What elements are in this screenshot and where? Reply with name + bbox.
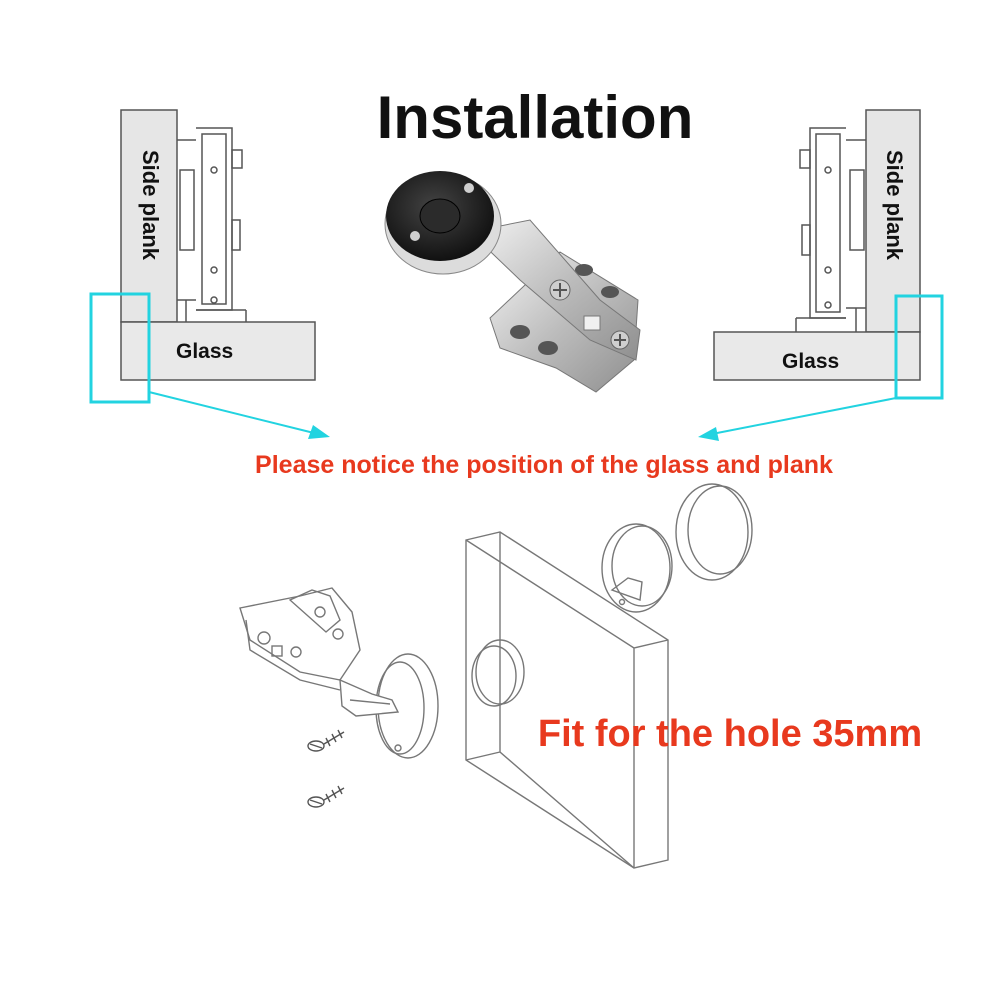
glass-hole bbox=[475, 639, 525, 705]
left-highlight-box bbox=[89, 292, 151, 404]
glass-door-panel bbox=[465, 531, 669, 869]
left-arrow bbox=[148, 391, 319, 435]
left-side-plank-label: Side plank bbox=[138, 150, 163, 261]
left-arrow-head bbox=[308, 425, 330, 439]
fit-hole-text: Fit for the hole 35mm bbox=[538, 713, 922, 755]
cover-ring-front bbox=[601, 523, 673, 613]
cover-ring-back bbox=[675, 483, 753, 581]
hinge-arm-outline bbox=[239, 587, 400, 717]
exploded-view-drawing bbox=[239, 483, 753, 869]
notice-text: Please notice the position of the glass … bbox=[255, 451, 833, 479]
left-glass-label: Glass bbox=[176, 340, 233, 363]
right-highlight-box bbox=[894, 294, 944, 400]
right-side-plank-label: Side plank bbox=[882, 150, 907, 261]
right-arrow-head bbox=[698, 427, 719, 441]
right-arrow bbox=[711, 397, 897, 435]
left-hinge-drawing bbox=[177, 127, 247, 322]
right-glass-label: Glass bbox=[782, 350, 839, 373]
hinge-product-image bbox=[384, 171, 641, 393]
left-glass-panel bbox=[120, 321, 316, 381]
page-title: Installation bbox=[377, 84, 694, 151]
screw-upper bbox=[307, 729, 345, 752]
right-hinge-drawing bbox=[795, 127, 866, 332]
right-section-diagram: Side plank Glass bbox=[698, 109, 944, 441]
left-section-diagram: Side plank Glass bbox=[89, 109, 330, 439]
left-side-plank bbox=[120, 109, 178, 323]
screw-lower bbox=[307, 785, 345, 808]
right-glass-panel bbox=[713, 331, 921, 381]
